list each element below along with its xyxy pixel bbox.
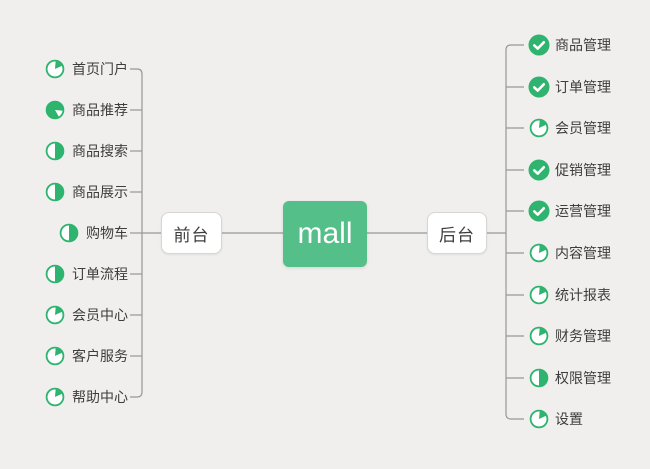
progress-pie-icon bbox=[44, 140, 66, 162]
root-node-label: mall bbox=[297, 217, 353, 250]
mindmap-item-label: 首页门户 bbox=[72, 61, 128, 77]
mindmap-item-label: 商品搜索 bbox=[72, 143, 128, 159]
progress-pie-icon bbox=[44, 99, 66, 121]
mindmap-item[interactable]: 权限管理 bbox=[528, 366, 611, 390]
mindmap-item[interactable]: 购物车 bbox=[58, 221, 128, 245]
mindmap-item-label: 商品推荐 bbox=[72, 102, 128, 118]
progress-pie-icon bbox=[528, 325, 550, 347]
mindmap-item-label: 财务管理 bbox=[555, 328, 611, 344]
mindmap-item-label: 商品管理 bbox=[555, 37, 611, 53]
mindmap-item-label: 统计报表 bbox=[555, 287, 611, 303]
progress-pie-icon bbox=[528, 242, 550, 264]
mindmap-item-label: 客户服务 bbox=[72, 348, 128, 364]
mindmap-item[interactable]: 促销管理 bbox=[528, 158, 611, 182]
progress-pie-icon bbox=[44, 58, 66, 80]
mindmap-item[interactable]: 客户服务 bbox=[44, 344, 128, 368]
root-node-mall[interactable]: mall bbox=[283, 201, 367, 267]
mindmap-item-label: 购物车 bbox=[86, 225, 128, 241]
mindmap-item-label: 促销管理 bbox=[555, 162, 611, 178]
mindmap-item[interactable]: 商品展示 bbox=[44, 180, 128, 204]
mindmap-item[interactable]: 商品推荐 bbox=[44, 98, 128, 122]
mindmap-item[interactable]: 订单管理 bbox=[528, 75, 611, 99]
mindmap-item[interactable]: 运营管理 bbox=[528, 199, 611, 223]
mindmap-item-label: 内容管理 bbox=[555, 245, 611, 261]
mindmap-item-label: 运营管理 bbox=[555, 203, 611, 219]
mindmap-item-label: 会员中心 bbox=[72, 307, 128, 323]
mindmap-item-label: 订单管理 bbox=[555, 79, 611, 95]
mindmap-item[interactable]: 订单流程 bbox=[44, 262, 128, 286]
mindmap-item[interactable]: 统计报表 bbox=[528, 283, 611, 307]
progress-pie-icon bbox=[44, 263, 66, 285]
mindmap-item[interactable]: 会员管理 bbox=[528, 116, 611, 140]
mindmap-item[interactable]: 内容管理 bbox=[528, 241, 611, 265]
progress-pie-icon bbox=[44, 304, 66, 326]
check-circle-icon bbox=[528, 34, 550, 56]
mindmap-item-label: 会员管理 bbox=[555, 120, 611, 136]
mindmap-item-label: 帮助中心 bbox=[72, 389, 128, 405]
branch-node-backend-label: 后台 bbox=[439, 225, 475, 245]
progress-pie-icon bbox=[44, 386, 66, 408]
progress-pie-icon bbox=[528, 117, 550, 139]
mindmap-item-label: 权限管理 bbox=[555, 370, 611, 386]
branch-node-frontend[interactable]: 前台 bbox=[161, 212, 222, 254]
progress-pie-icon bbox=[44, 181, 66, 203]
branch-node-backend[interactable]: 后台 bbox=[427, 212, 487, 254]
check-circle-icon bbox=[528, 200, 550, 222]
mindmap-item[interactable]: 商品管理 bbox=[528, 33, 611, 57]
mindmap-item[interactable]: 财务管理 bbox=[528, 324, 611, 348]
check-circle-icon bbox=[528, 159, 550, 181]
mindmap-item-label: 订单流程 bbox=[72, 266, 128, 282]
progress-pie-icon bbox=[44, 345, 66, 367]
mindmap-item[interactable]: 会员中心 bbox=[44, 303, 128, 327]
mindmap-item[interactable]: 设置 bbox=[528, 407, 583, 431]
mindmap-item[interactable]: 帮助中心 bbox=[44, 385, 128, 409]
progress-pie-icon bbox=[528, 408, 550, 430]
check-circle-icon bbox=[528, 76, 550, 98]
mindmap-item-label: 商品展示 bbox=[72, 184, 128, 200]
mindmap-item-label: 设置 bbox=[555, 411, 583, 427]
branch-node-frontend-label: 前台 bbox=[173, 225, 210, 245]
mindmap-item[interactable]: 首页门户 bbox=[44, 57, 128, 81]
progress-pie-icon bbox=[58, 222, 80, 244]
progress-pie-icon bbox=[528, 367, 550, 389]
mindmap-item[interactable]: 商品搜索 bbox=[44, 139, 128, 163]
progress-pie-icon bbox=[528, 284, 550, 306]
